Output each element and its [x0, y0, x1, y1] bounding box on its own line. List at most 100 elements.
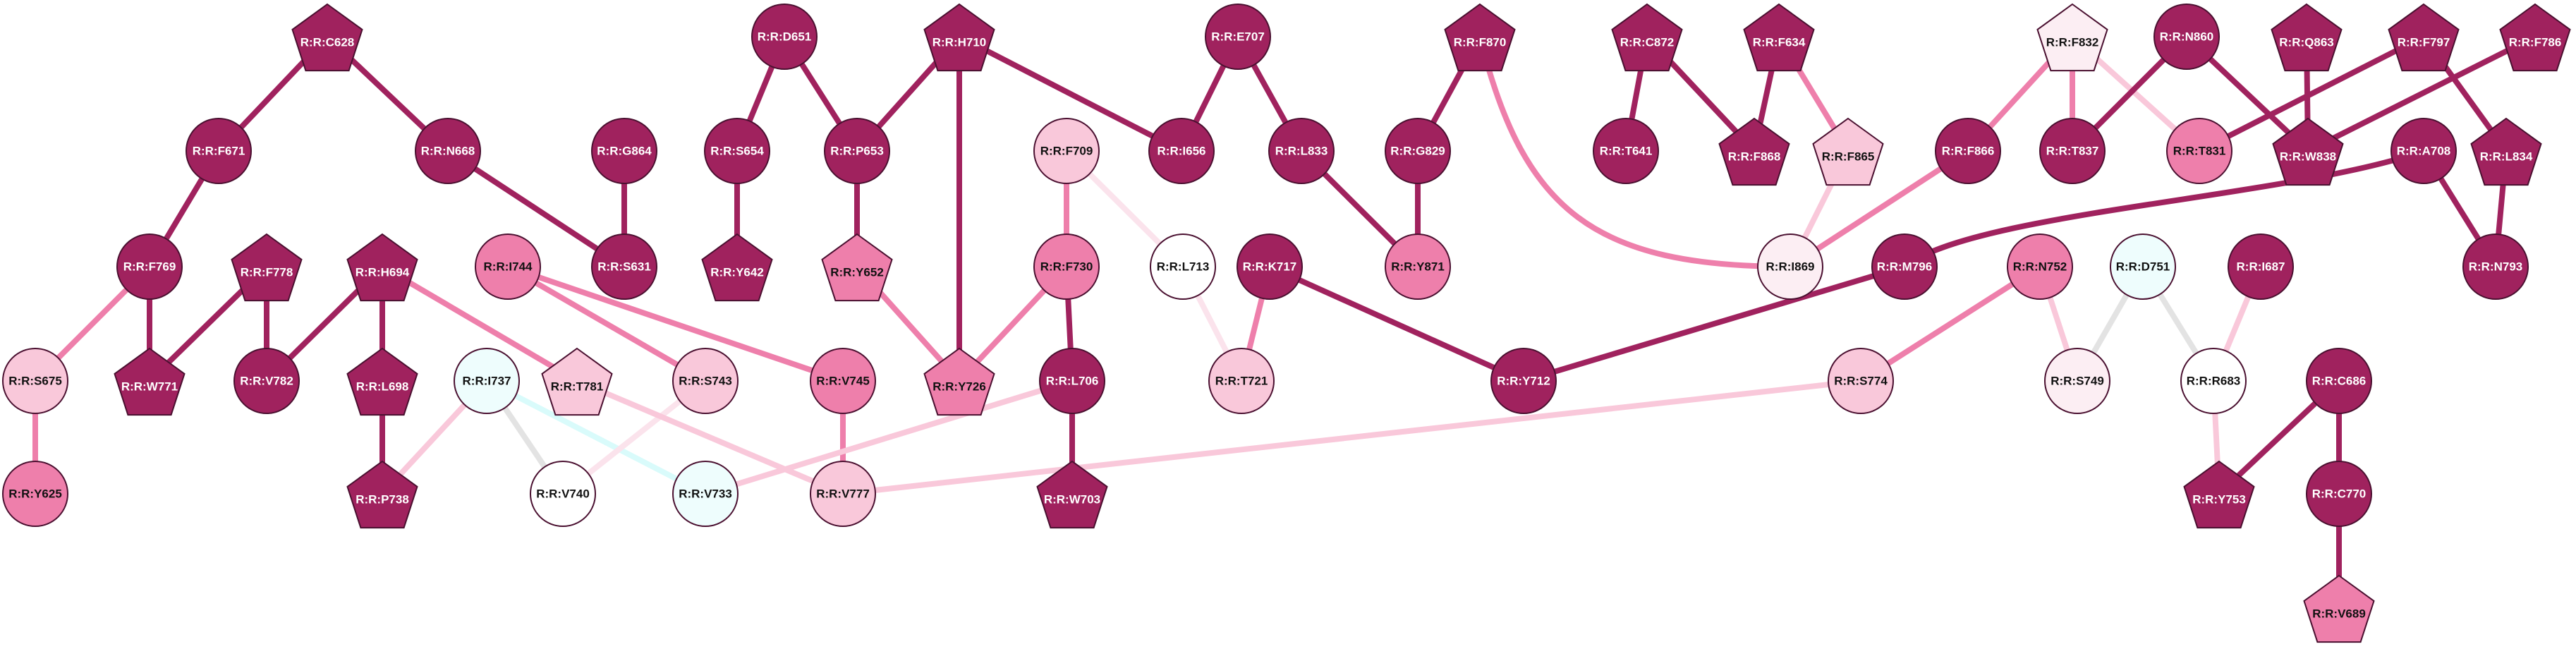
- node-w703[interactable]: R:R:W703: [1036, 460, 1108, 529]
- node-v782[interactable]: R:R:V782: [233, 348, 300, 414]
- node-n668[interactable]: R:R:N668: [415, 118, 481, 184]
- node-l706[interactable]: R:R:L706: [1039, 348, 1105, 414]
- node-f866[interactable]: R:R:F866: [1935, 118, 2001, 184]
- node-v745[interactable]: R:R:V745: [810, 348, 876, 414]
- node-label: R:R:P653: [830, 145, 884, 158]
- node-l713[interactable]: R:R:L713: [1150, 233, 1216, 300]
- node-f870[interactable]: R:R:F870: [1444, 3, 1516, 72]
- node-y871[interactable]: R:R:Y871: [1385, 233, 1451, 300]
- node-c770[interactable]: R:R:C770: [2306, 461, 2372, 527]
- node-i869[interactable]: R:R:I869: [1757, 233, 1823, 300]
- node-pentagon: [2388, 3, 2460, 72]
- node-q863[interactable]: R:R:Q863: [2271, 3, 2343, 72]
- node-r683[interactable]: R:R:R683: [2180, 348, 2247, 414]
- node-s631[interactable]: R:R:S631: [591, 233, 657, 300]
- node-d751[interactable]: R:R:D751: [2110, 233, 2176, 300]
- node-h710[interactable]: R:R:H710: [923, 3, 995, 72]
- node-c872[interactable]: R:R:C872: [1611, 3, 1683, 72]
- node-w771[interactable]: R:R:W771: [114, 347, 186, 416]
- node-label: R:R:T837: [2046, 145, 2099, 158]
- node-y625[interactable]: R:R:Y625: [2, 461, 68, 527]
- node-label: R:R:F634: [1753, 36, 1806, 49]
- node-t831[interactable]: R:R:T831: [2166, 118, 2232, 184]
- edge-k717-y712: [1267, 264, 1526, 384]
- node-circle: [454, 348, 520, 414]
- edge-h710-i656: [956, 34, 1184, 154]
- node-y712[interactable]: R:R:Y712: [1490, 348, 1557, 414]
- node-label: R:R:F769: [123, 260, 176, 274]
- node-g864[interactable]: R:R:G864: [591, 118, 657, 184]
- node-g829[interactable]: R:R:G829: [1385, 118, 1451, 184]
- node-l833[interactable]: R:R:L833: [1268, 118, 1335, 184]
- edge-a708-m796: [1902, 148, 2426, 269]
- node-l834[interactable]: R:R:L834: [2470, 117, 2542, 186]
- node-y726[interactable]: R:R:Y726: [923, 347, 995, 416]
- node-n793[interactable]: R:R:N793: [2462, 233, 2529, 300]
- node-f671[interactable]: R:R:F671: [186, 118, 252, 184]
- node-circle: [704, 118, 770, 184]
- node-v689[interactable]: R:R:V689: [2303, 574, 2375, 643]
- node-t837[interactable]: R:R:T837: [2039, 118, 2106, 184]
- node-f709[interactable]: R:R:F709: [1033, 118, 1100, 184]
- node-f730[interactable]: R:R:F730: [1033, 233, 1100, 300]
- node-f868[interactable]: R:R:F868: [1718, 117, 1790, 186]
- node-label: R:R:F709: [1040, 145, 1093, 158]
- node-y753[interactable]: R:R:Y753: [2183, 460, 2255, 529]
- node-circle: [1757, 233, 1823, 300]
- node-f865[interactable]: R:R:F865: [1812, 117, 1884, 186]
- node-s654[interactable]: R:R:S654: [704, 118, 770, 184]
- node-s675[interactable]: R:R:S675: [2, 348, 68, 414]
- node-circle: [1237, 233, 1303, 300]
- node-v740[interactable]: R:R:V740: [530, 461, 596, 527]
- node-y652[interactable]: R:R:Y652: [821, 233, 893, 302]
- node-a708[interactable]: R:R:A708: [2390, 118, 2457, 184]
- node-p738[interactable]: R:R:P738: [346, 460, 418, 529]
- node-circle: [2228, 233, 2294, 300]
- node-h694[interactable]: R:R:H694: [346, 233, 418, 302]
- edge-i744-v745: [505, 264, 846, 384]
- node-c628[interactable]: R:R:C628: [291, 3, 363, 72]
- node-m796[interactable]: R:R:M796: [1871, 233, 1938, 300]
- node-d651[interactable]: R:R:D651: [751, 4, 818, 70]
- node-i744[interactable]: R:R:I744: [475, 233, 541, 300]
- node-circle: [2, 461, 68, 527]
- node-f786[interactable]: R:R:F786: [2499, 3, 2571, 72]
- node-y642[interactable]: R:R:Y642: [701, 233, 773, 302]
- node-v733[interactable]: R:R:V733: [672, 461, 739, 527]
- node-l698[interactable]: R:R:L698: [346, 347, 418, 416]
- node-label: R:R:Y871: [1391, 260, 1445, 274]
- node-f832[interactable]: R:R:F832: [2036, 3, 2108, 72]
- node-i687[interactable]: R:R:I687: [2228, 233, 2294, 300]
- node-label: R:R:S749: [2051, 375, 2104, 388]
- node-i737[interactable]: R:R:I737: [454, 348, 520, 414]
- edge-n668-s631: [445, 148, 627, 269]
- node-f634[interactable]: R:R:F634: [1743, 3, 1815, 72]
- node-s743[interactable]: R:R:S743: [672, 348, 739, 414]
- node-p653[interactable]: R:R:P653: [824, 118, 890, 184]
- node-label: R:R:Q863: [2279, 36, 2333, 49]
- node-circle: [810, 348, 876, 414]
- node-n860[interactable]: R:R:N860: [2153, 4, 2220, 70]
- node-circle: [672, 461, 739, 527]
- node-label: R:R:Y652: [830, 266, 884, 279]
- node-i656[interactable]: R:R:I656: [1148, 118, 1215, 184]
- node-circle: [2007, 233, 2073, 300]
- node-n752[interactable]: R:R:N752: [2007, 233, 2073, 300]
- node-e707[interactable]: R:R:E707: [1205, 4, 1271, 70]
- node-label: R:R:P738: [356, 493, 409, 507]
- node-f797[interactable]: R:R:F797: [2388, 3, 2460, 72]
- node-f778[interactable]: R:R:F778: [231, 233, 303, 302]
- node-v777[interactable]: R:R:V777: [810, 461, 876, 527]
- node-s749[interactable]: R:R:S749: [2044, 348, 2110, 414]
- node-t641[interactable]: R:R:T641: [1593, 118, 1659, 184]
- node-k717[interactable]: R:R:K717: [1237, 233, 1303, 300]
- node-t721[interactable]: R:R:T721: [1208, 348, 1275, 414]
- node-s774[interactable]: R:R:S774: [1828, 348, 1894, 414]
- node-label: R:R:V745: [816, 375, 870, 388]
- node-t781[interactable]: R:R:T781: [541, 347, 613, 416]
- node-w838[interactable]: R:R:W838: [2272, 117, 2344, 186]
- node-f769[interactable]: R:R:F769: [116, 233, 183, 300]
- node-c686[interactable]: R:R:C686: [2306, 348, 2372, 414]
- node-label: R:R:E707: [1211, 30, 1265, 44]
- node-pentagon: [346, 460, 418, 529]
